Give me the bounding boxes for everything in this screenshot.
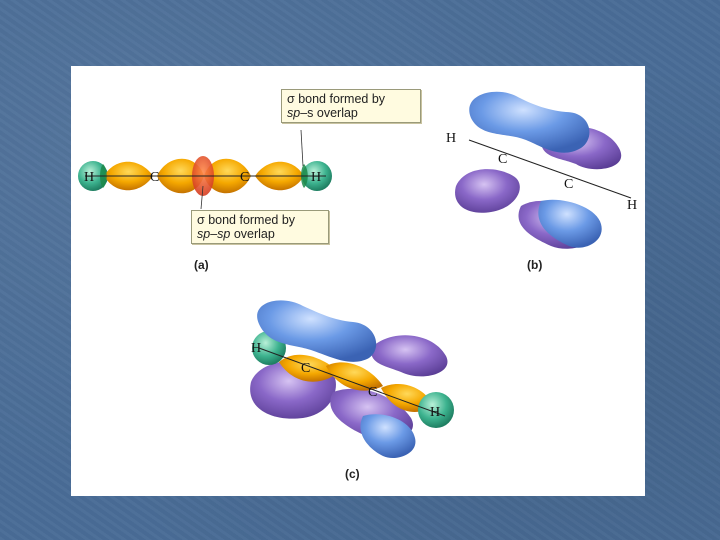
- callout-bottom-line2-italic: sp–sp: [197, 227, 231, 241]
- atom-h-left-c: H: [251, 341, 261, 356]
- panel-label-c: (c): [345, 467, 360, 481]
- callout-sp-s-overlap: σ bond formed by sp–s overlap: [281, 89, 421, 123]
- callout-bottom-line1: σ bond formed by: [197, 213, 296, 227]
- c-sp-lobe-center: [326, 362, 383, 391]
- figure-panel: H C C H H C C H: [71, 66, 645, 496]
- diagram-c: H C C H: [250, 300, 454, 458]
- atom-h-right-b: H: [627, 198, 637, 213]
- atom-h-left-a: H: [84, 170, 94, 185]
- bond-axis-b: [468, 139, 632, 199]
- c-p-lobe-blue-lower: [360, 414, 416, 458]
- leader-top: [300, 129, 304, 167]
- p-lobe-blue-upper: [469, 91, 590, 153]
- diagram-a: H C C H: [78, 129, 332, 210]
- atom-c-left-b: C: [498, 152, 507, 167]
- atom-c-right-b: C: [564, 177, 573, 192]
- panel-label-a: (a): [194, 258, 209, 272]
- callout-top-line2-rest: –s overlap: [300, 106, 358, 120]
- atom-c-right-c: C: [368, 385, 377, 400]
- leader-bottom: [200, 185, 204, 210]
- c-p-lobe-blue-upper: [257, 300, 377, 362]
- atom-h-right-a: H: [311, 170, 321, 185]
- orbital-diagram: H C C H H C C H: [78, 91, 637, 458]
- atom-h-right-c: H: [430, 405, 440, 420]
- p-lobe-purple-left: [455, 169, 520, 213]
- c-sp-lobe-left: [279, 354, 339, 382]
- callout-top-line1: σ bond formed by: [287, 92, 386, 106]
- atom-c-left-c: C: [301, 361, 310, 376]
- atom-h-left-b: H: [446, 131, 456, 146]
- callout-bottom-line2-rest: overlap: [230, 227, 275, 241]
- bond-axis-c: [258, 347, 446, 417]
- atom-c-right-a: C: [240, 170, 249, 185]
- diagram-b: H C C H: [446, 91, 637, 249]
- c-h-s-orbital-right: [418, 392, 454, 428]
- panel-label-b: (b): [527, 258, 543, 272]
- callout-top-line2-italic: sp: [287, 106, 301, 120]
- callout-sp-sp-overlap: σ bond formed by sp–sp overlap: [191, 210, 329, 244]
- atom-c-left-a: C: [150, 170, 159, 185]
- p-lobe-blue-lower: [538, 199, 602, 248]
- c-p-lobe-purple-upper: [370, 335, 448, 377]
